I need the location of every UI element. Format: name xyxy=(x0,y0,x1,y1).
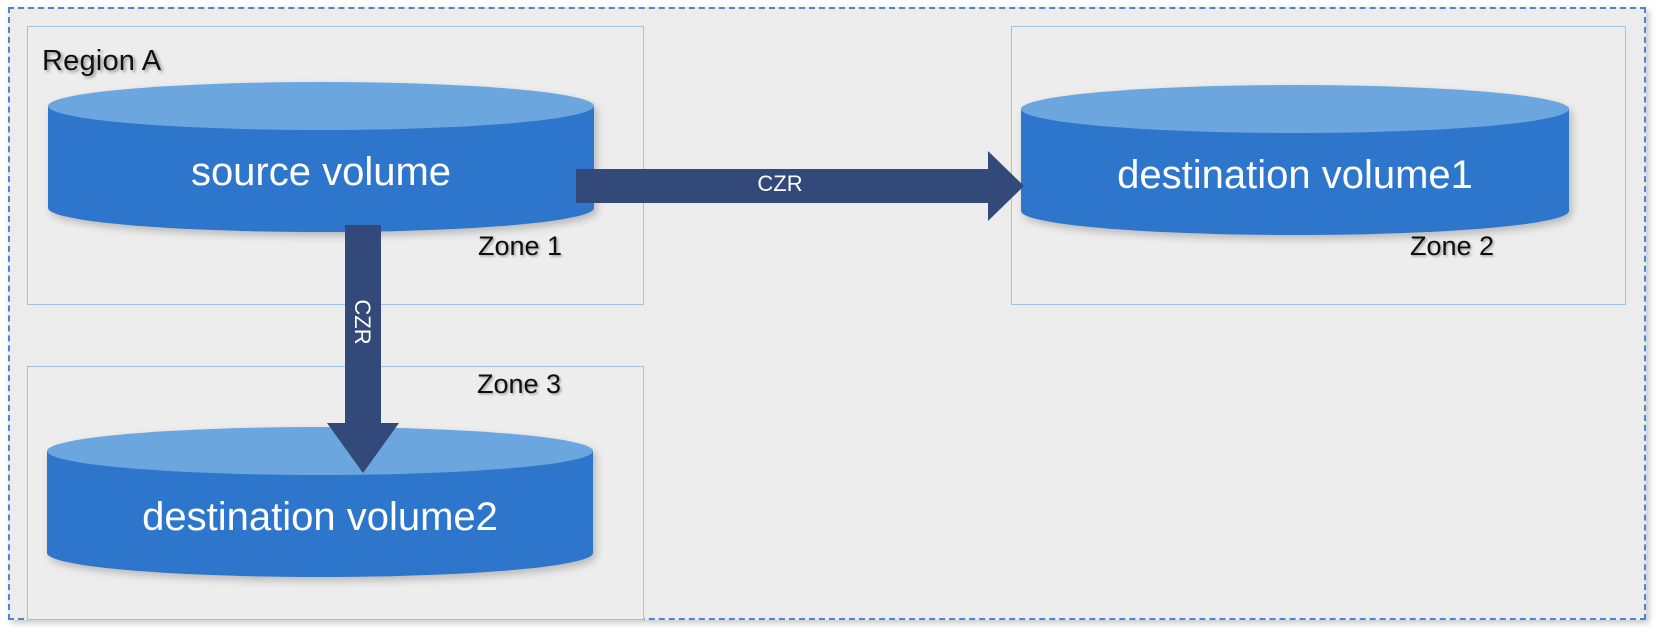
arrow-label-czr-horizontal: CZR xyxy=(757,171,803,196)
arrow-right-icon xyxy=(576,151,1024,221)
cylinder-destination-volume2: destination volume2 xyxy=(47,427,593,577)
zone-label-zone2: Zone 2 xyxy=(1410,231,1495,261)
region-container: Region A Zone 1 Zone 2 Zone 3 source vol… xyxy=(8,7,1646,620)
cylinder-label-destination-volume2: destination volume2 xyxy=(142,495,498,539)
arrow-down-icon xyxy=(310,225,416,473)
cylinder-label-destination-volume1: destination volume1 xyxy=(1117,153,1473,197)
cylinder-top-ellipse xyxy=(1021,85,1569,133)
cylinder-label-source-volume: source volume xyxy=(190,150,452,194)
cylinder-top-ellipse xyxy=(47,427,593,475)
cylinder-source-volume: source volume xyxy=(48,82,594,232)
zone-label-zone3: Zone 3 xyxy=(477,369,562,399)
zone-label-zone1: Zone 1 xyxy=(478,231,563,261)
cylinder-destination-volume1: destination volume1 xyxy=(1021,85,1569,235)
arrow-label-czr-vertical: CZR xyxy=(350,299,375,345)
cylinder-top-ellipse xyxy=(48,82,594,130)
region-label: Region A xyxy=(42,45,162,77)
